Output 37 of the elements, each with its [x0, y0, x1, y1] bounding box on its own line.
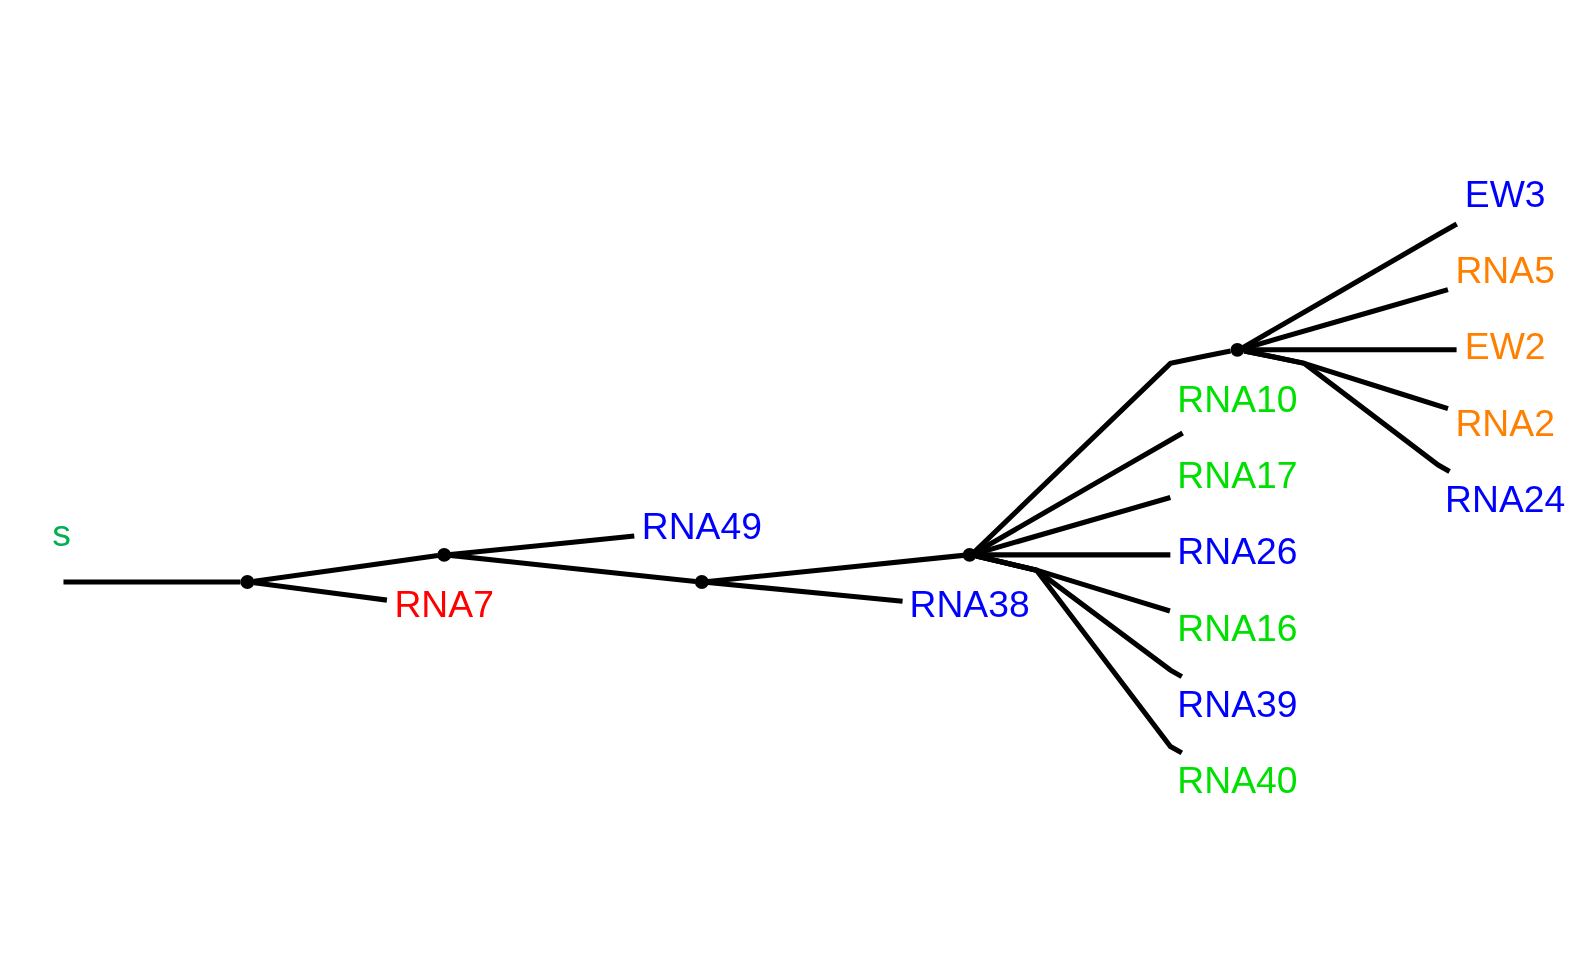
- node-text: RNA24: [1445, 477, 1566, 520]
- node-point: [437, 547, 452, 562]
- node-text: RNA7: [394, 582, 494, 625]
- node-text: RNA40: [1177, 758, 1298, 801]
- connector: [707, 579, 903, 604]
- connector: [63, 579, 241, 585]
- node-point: [240, 574, 255, 589]
- connector: [975, 553, 1184, 755]
- node-text: RNA39: [1177, 682, 1298, 725]
- connector: [1242, 286, 1449, 351]
- node-text: RNA10: [1177, 377, 1298, 420]
- label: s: [52, 511, 71, 554]
- connector: [450, 552, 696, 584]
- node-text: RNA2: [1455, 401, 1555, 444]
- connector: [1241, 221, 1458, 350]
- connector: [253, 579, 388, 603]
- connector: [975, 551, 1171, 557]
- node-point: [1230, 342, 1245, 357]
- node-point: [694, 574, 709, 589]
- node-text: RNA17: [1177, 453, 1298, 496]
- connector: [975, 494, 1172, 556]
- connector: [975, 553, 1171, 613]
- connector: [707, 552, 964, 584]
- connector: [975, 553, 1184, 679]
- connector: [973, 347, 1232, 553]
- node-text: RNA5: [1455, 248, 1555, 291]
- node-text: RNA49: [641, 504, 762, 547]
- node-point: [962, 547, 977, 562]
- node-text: EW2: [1464, 324, 1546, 367]
- connector: [450, 533, 635, 557]
- connector: [974, 430, 1184, 555]
- node-text: RNA26: [1177, 529, 1298, 572]
- node-text: RNA16: [1177, 606, 1298, 649]
- node-text: EW3: [1464, 172, 1546, 215]
- connector: [1243, 346, 1457, 352]
- connector: [253, 552, 439, 584]
- node-text: RNA38: [909, 582, 1030, 625]
